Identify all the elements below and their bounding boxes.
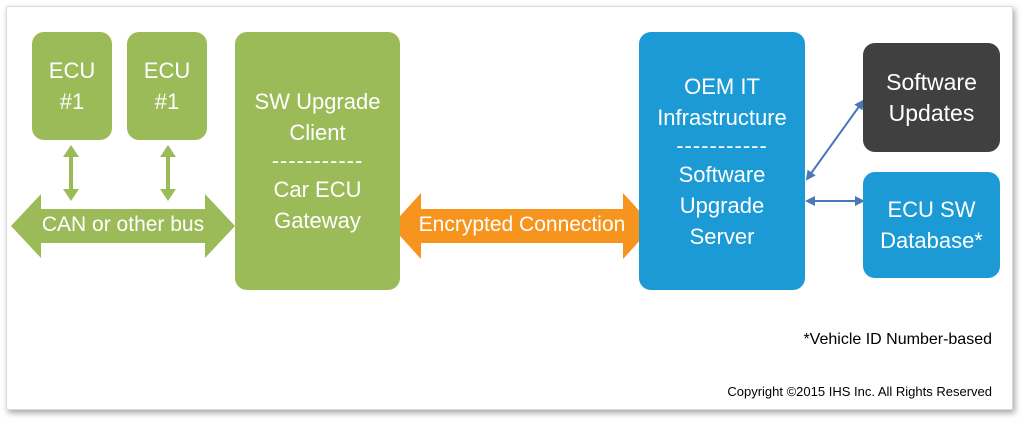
ecu-box-1-line-1: ECU [48,58,96,83]
client-title-line-1: SW Upgrade [254,89,381,114]
oem-subtitle-line-2: Upgrade [679,192,765,218]
oem-title-line-2: Infrastructure [657,104,787,130]
client-subtitle-line-2: Gateway [274,208,361,233]
ecu-box-2: ECU #1 [127,32,207,140]
oem-infrastructure-box: OEM IT Infrastructure ----------- Softwa… [639,32,805,290]
client-title-line-2: Client [289,120,346,145]
oem-updates-connector [805,99,865,181]
encrypted-connection-label: Encrypted Connection [418,213,626,236]
sw-upgrade-client-box: SW Upgrade Client ----------- Car ECU Ga… [235,32,400,290]
software-updates-box: Software Updates [863,43,1000,152]
diagram-frame: CAN or other bus Encrypted Connection EC… [6,6,1013,410]
connector-layer [11,99,865,259]
ecu-box-2-line-1: ECU [143,58,191,83]
oem-subtitle-line-1: Software [678,161,766,187]
ecu-sw-database-box: ECU SW Database* [863,172,1000,278]
ecu-box-1: ECU #1 [32,32,112,140]
ecu-database-line-2: Database* [880,228,983,253]
footnote-text: *Vehicle ID Number-based [803,331,992,348]
ecu-box-2-line-2: #1 [154,89,180,114]
client-separator: ----------- [271,148,364,173]
ecu-b-bus-connector [160,145,176,201]
software-updates-line-2: Updates [888,99,975,126]
copyright-text: Copyright ©2015 IHS Inc. All Rights Rese… [727,384,992,399]
can-bus-arrow [11,194,235,258]
ecu-box-1-line-2: #1 [59,89,85,114]
oem-title-line-1: OEM IT [684,73,760,99]
oem-separator: ----------- [676,132,768,158]
ecu-database-line-1: ECU SW [887,197,976,222]
oem-subtitle-line-3: Server [689,223,755,249]
client-subtitle-line-1: Car ECU [273,177,362,202]
software-updates-line-1: Software [886,68,977,95]
encrypted-connection-arrow [391,193,653,259]
can-bus-label: CAN or other bus [41,213,205,236]
ecu-a-bus-connector [63,145,79,201]
